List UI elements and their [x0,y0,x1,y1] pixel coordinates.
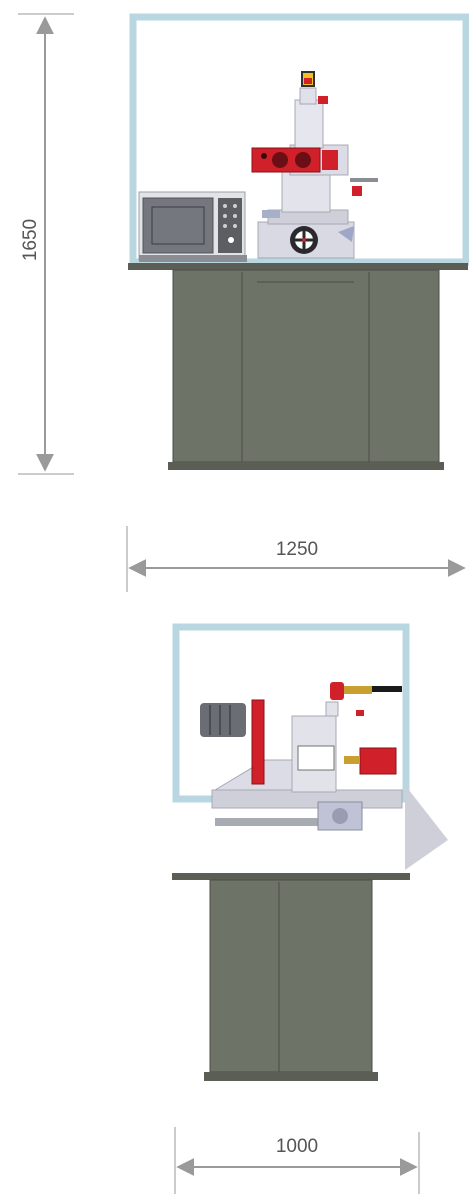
side-cabinet [204,879,378,1081]
red-cap-icon [330,682,344,700]
machine-top [299,87,317,105]
control-panel-keypad [218,198,242,253]
black-rod [372,686,402,692]
motor-port [272,152,288,168]
side-width-dimension: 1000 [174,1127,420,1194]
side-spindle-housing [359,747,397,775]
control-panel-display [151,206,205,245]
side-slide [297,745,335,771]
feed-handle [350,178,378,182]
height-dimension: 1650 [18,13,74,475]
control-panel-base [139,255,247,262]
control-panel [138,191,247,262]
side-machine [200,682,403,831]
front-machine [251,71,378,259]
red-handle-end [352,186,362,196]
motor-port [295,152,311,168]
side-workhead-wheel [332,808,348,824]
keypad-button [223,204,227,208]
brass-rod [344,686,372,694]
front-width-label: 1250 [276,539,318,560]
front-cabinet [168,269,444,470]
side-tabletop [172,873,410,880]
keypad-button [233,224,237,228]
cabinet-base [168,462,444,470]
small-red-tab [356,710,364,716]
lamp-light [304,78,312,84]
side-chute [405,785,448,870]
keypad-button [223,214,227,218]
side-view [172,623,448,1081]
height-label: 1650 [20,219,41,261]
motor-icon [200,703,246,737]
front-view [128,13,469,470]
side-cabinet-base [204,1072,378,1081]
side-housing [322,150,338,170]
keypad-button [223,224,227,228]
side-upright [325,701,339,717]
cabinet-body [172,269,440,463]
side-rail [215,818,350,826]
keypad-button [233,204,237,208]
side-width-label: 1000 [276,1136,318,1157]
left-lever [262,210,280,218]
machine-head [294,99,324,149]
side-spindle-tip [344,756,360,764]
right-lever [338,226,354,242]
keypad-button [228,237,234,243]
control-panel-screen [142,197,214,254]
handwheel-hub [302,238,306,242]
red-knob [318,96,328,104]
front-width-dimension: 1250 [126,526,466,592]
motor-bolt [261,153,267,159]
front-tabletop [128,263,468,270]
keypad-button [233,214,237,218]
belt-guard [251,699,265,785]
side-base-plate [211,789,403,809]
side-cabinet-body [209,879,373,1073]
